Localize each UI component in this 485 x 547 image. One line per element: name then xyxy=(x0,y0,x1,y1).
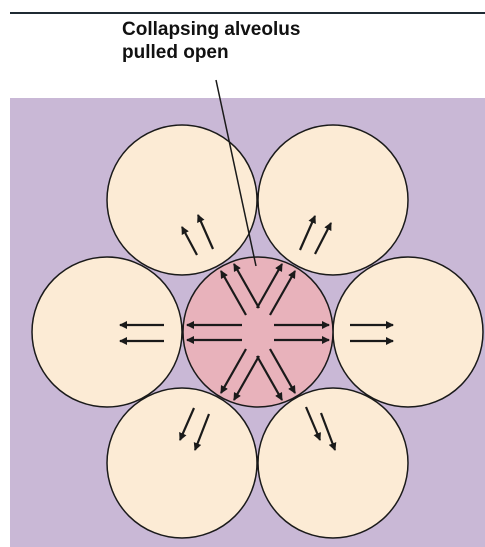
alveolus-top-right xyxy=(258,125,408,275)
collapsing-alveolus xyxy=(183,257,333,407)
alveolus-bottom-right xyxy=(258,388,408,538)
alveolus-left xyxy=(32,257,182,407)
alveolus-top-left xyxy=(107,125,257,275)
alveolus-bottom-left xyxy=(107,388,257,538)
alveolus-right xyxy=(333,257,483,407)
